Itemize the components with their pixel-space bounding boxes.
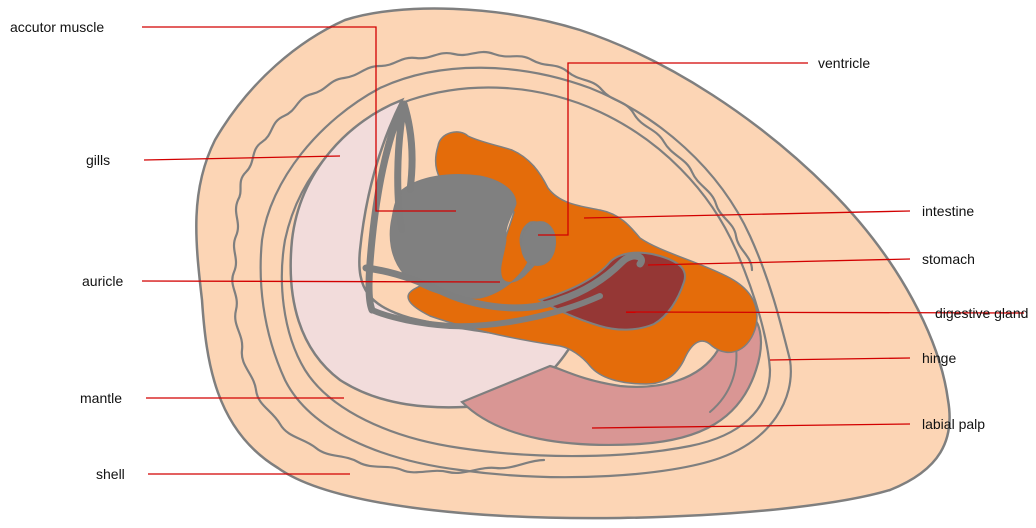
label-stomach: stomach xyxy=(922,251,975,267)
label-shell: shell xyxy=(96,466,125,482)
label-accutor-muscle: accutor muscle xyxy=(10,19,104,35)
label-auricle: auricle xyxy=(82,273,123,289)
label-intestine: intestine xyxy=(922,203,974,219)
ventricle-shape xyxy=(521,222,555,266)
label-digestive-gland: digestive gland xyxy=(935,305,1028,321)
label-labial-palp: labial palp xyxy=(922,416,985,432)
label-mantle: mantle xyxy=(80,390,122,406)
label-hinge: hinge xyxy=(922,350,956,366)
label-gills: gills xyxy=(86,152,110,168)
label-ventricle: ventricle xyxy=(818,55,870,71)
